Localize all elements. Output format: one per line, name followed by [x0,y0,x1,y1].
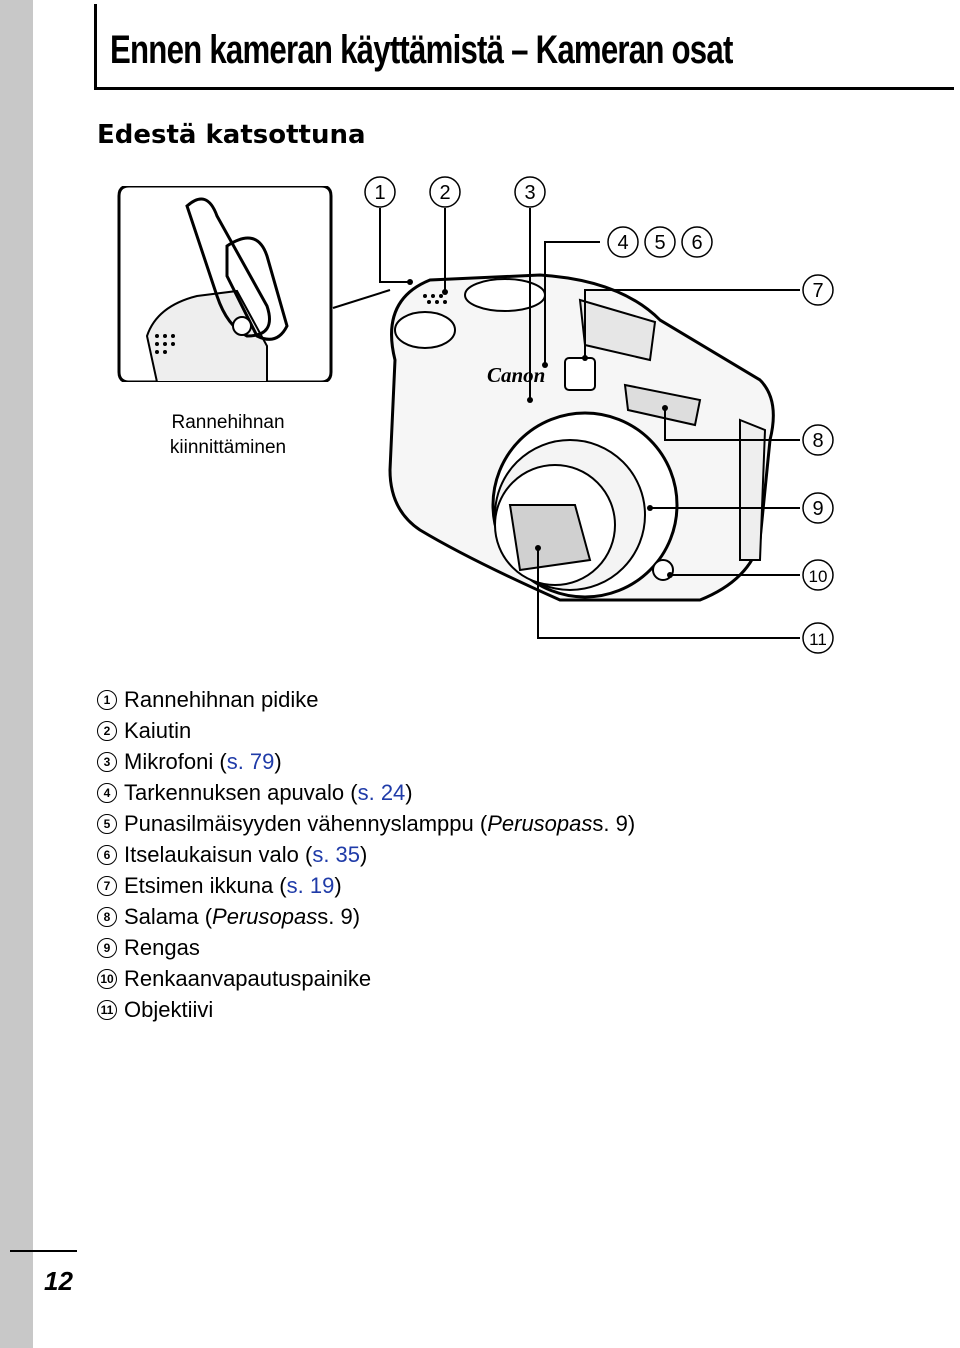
legend-number: 7 [97,875,117,896]
legend-ref-suffix: ) [274,749,282,774]
legend-page-link[interactable]: s. 19 [286,873,335,898]
legend-item: 11 Objektiivi [97,994,635,1025]
legend-item: 4 Tarkennuksen apuvalo (s. 24) [97,777,635,808]
legend-page-link[interactable]: s. 24 [357,780,406,805]
legend-item: 3 Mikrofoni (s. 79) [97,746,635,777]
page-title: Ennen kameran käyttämistä – Kameran osat [110,28,733,72]
callout-4: 4 [607,226,639,258]
legend-number: 2 [97,720,117,741]
inset-caption-line2: kiinnittäminen [169,437,287,458]
legend-text: Rengas [124,935,200,960]
legend-text: Tarkennuksen apuvalo ( [124,780,358,805]
legend-item: 1 Rannehihnan pidike [97,684,635,715]
svg-text:4: 4 [617,232,628,254]
callout-9: 9 [802,492,834,524]
svg-text:1: 1 [374,182,385,204]
callout-1: 1 [364,176,396,208]
legend-text: Punasilmäisyyden vähennyslamppu ( [124,811,488,836]
legend-ref-suffix: ) [334,873,342,898]
camera-brand-logo: Canon [487,363,545,387]
legend-text: Etsimen ikkuna ( [124,873,287,898]
legend-text: Objektiivi [124,997,214,1022]
callout-2: 2 [429,176,461,208]
legend-ref-suffix: s. 9) [317,904,361,929]
svg-text:11: 11 [809,630,827,649]
svg-text:6: 6 [691,232,702,254]
legend-number: 8 [97,906,117,927]
legend-ref-italic: Perusopas [487,811,593,836]
svg-text:10: 10 [809,567,828,586]
callout-11: 11 [802,622,834,654]
legend-text: Salama ( [124,904,213,929]
callout-7: 7 [802,274,834,306]
legend-page-link[interactable]: s. 79 [226,749,275,774]
title-frame [94,4,954,90]
legend-number: 5 [97,813,117,834]
legend-number: 4 [97,782,117,803]
legend-number: 11 [97,999,117,1020]
legend-text: Renkaanvapautuspainike [124,966,372,991]
inset-caption: Rannehihnan kiinnittäminen [117,410,339,460]
legend-item: 6 Itselaukaisun valo (s. 35) [97,839,635,870]
legend-text: Rannehihnan pidike [124,687,319,712]
strap-attachment-illustration [117,186,333,382]
svg-text:3: 3 [524,182,535,204]
legend-item: 7 Etsimen ikkuna (s. 19) [97,870,635,901]
page-number-rule [10,1250,77,1252]
legend-item: 8 Salama (Perusopas s. 9) [97,901,635,932]
legend-item: 5 Punasilmäisyyden vähennyslamppu (Peruso… [97,808,635,839]
legend-number: 1 [97,689,117,710]
svg-text:7: 7 [812,280,823,302]
page-sidebar-bar [0,0,33,1348]
legend-text: Mikrofoni ( [124,749,227,774]
callout-3: 3 [514,176,546,208]
inset-caption-line1: Rannehihnan [171,412,285,433]
legend-item: 2 Kaiutin [97,715,635,746]
svg-text:2: 2 [439,182,450,204]
callout-10: 10 [802,559,834,591]
legend-ref-italic: Perusopas [212,904,318,929]
legend-ref-suffix: ) [405,780,413,805]
legend-ref-suffix: ) [360,842,368,867]
section-title: Edestä katsottuna [97,120,366,150]
svg-text:9: 9 [812,498,823,520]
legend-number: 3 [97,751,117,772]
svg-text:5: 5 [654,232,665,254]
legend-item: 10 Renkaanvapautuspainike [97,963,635,994]
legend-number: 6 [97,844,117,865]
legend-page-link[interactable]: s. 35 [312,842,361,867]
page-number: 12 [44,1266,73,1296]
callout-5: 5 [644,226,676,258]
callout-6: 6 [681,226,713,258]
legend-text: Itselaukaisun valo ( [124,842,313,867]
legend-number: 9 [97,937,117,958]
legend-number: 10 [97,968,117,989]
legend-item: 9 Rengas [97,932,635,963]
legend-text: Kaiutin [124,718,192,743]
callout-8: 8 [802,424,834,456]
svg-text:8: 8 [812,430,823,452]
legend-ref-suffix: s. 9) [592,811,636,836]
